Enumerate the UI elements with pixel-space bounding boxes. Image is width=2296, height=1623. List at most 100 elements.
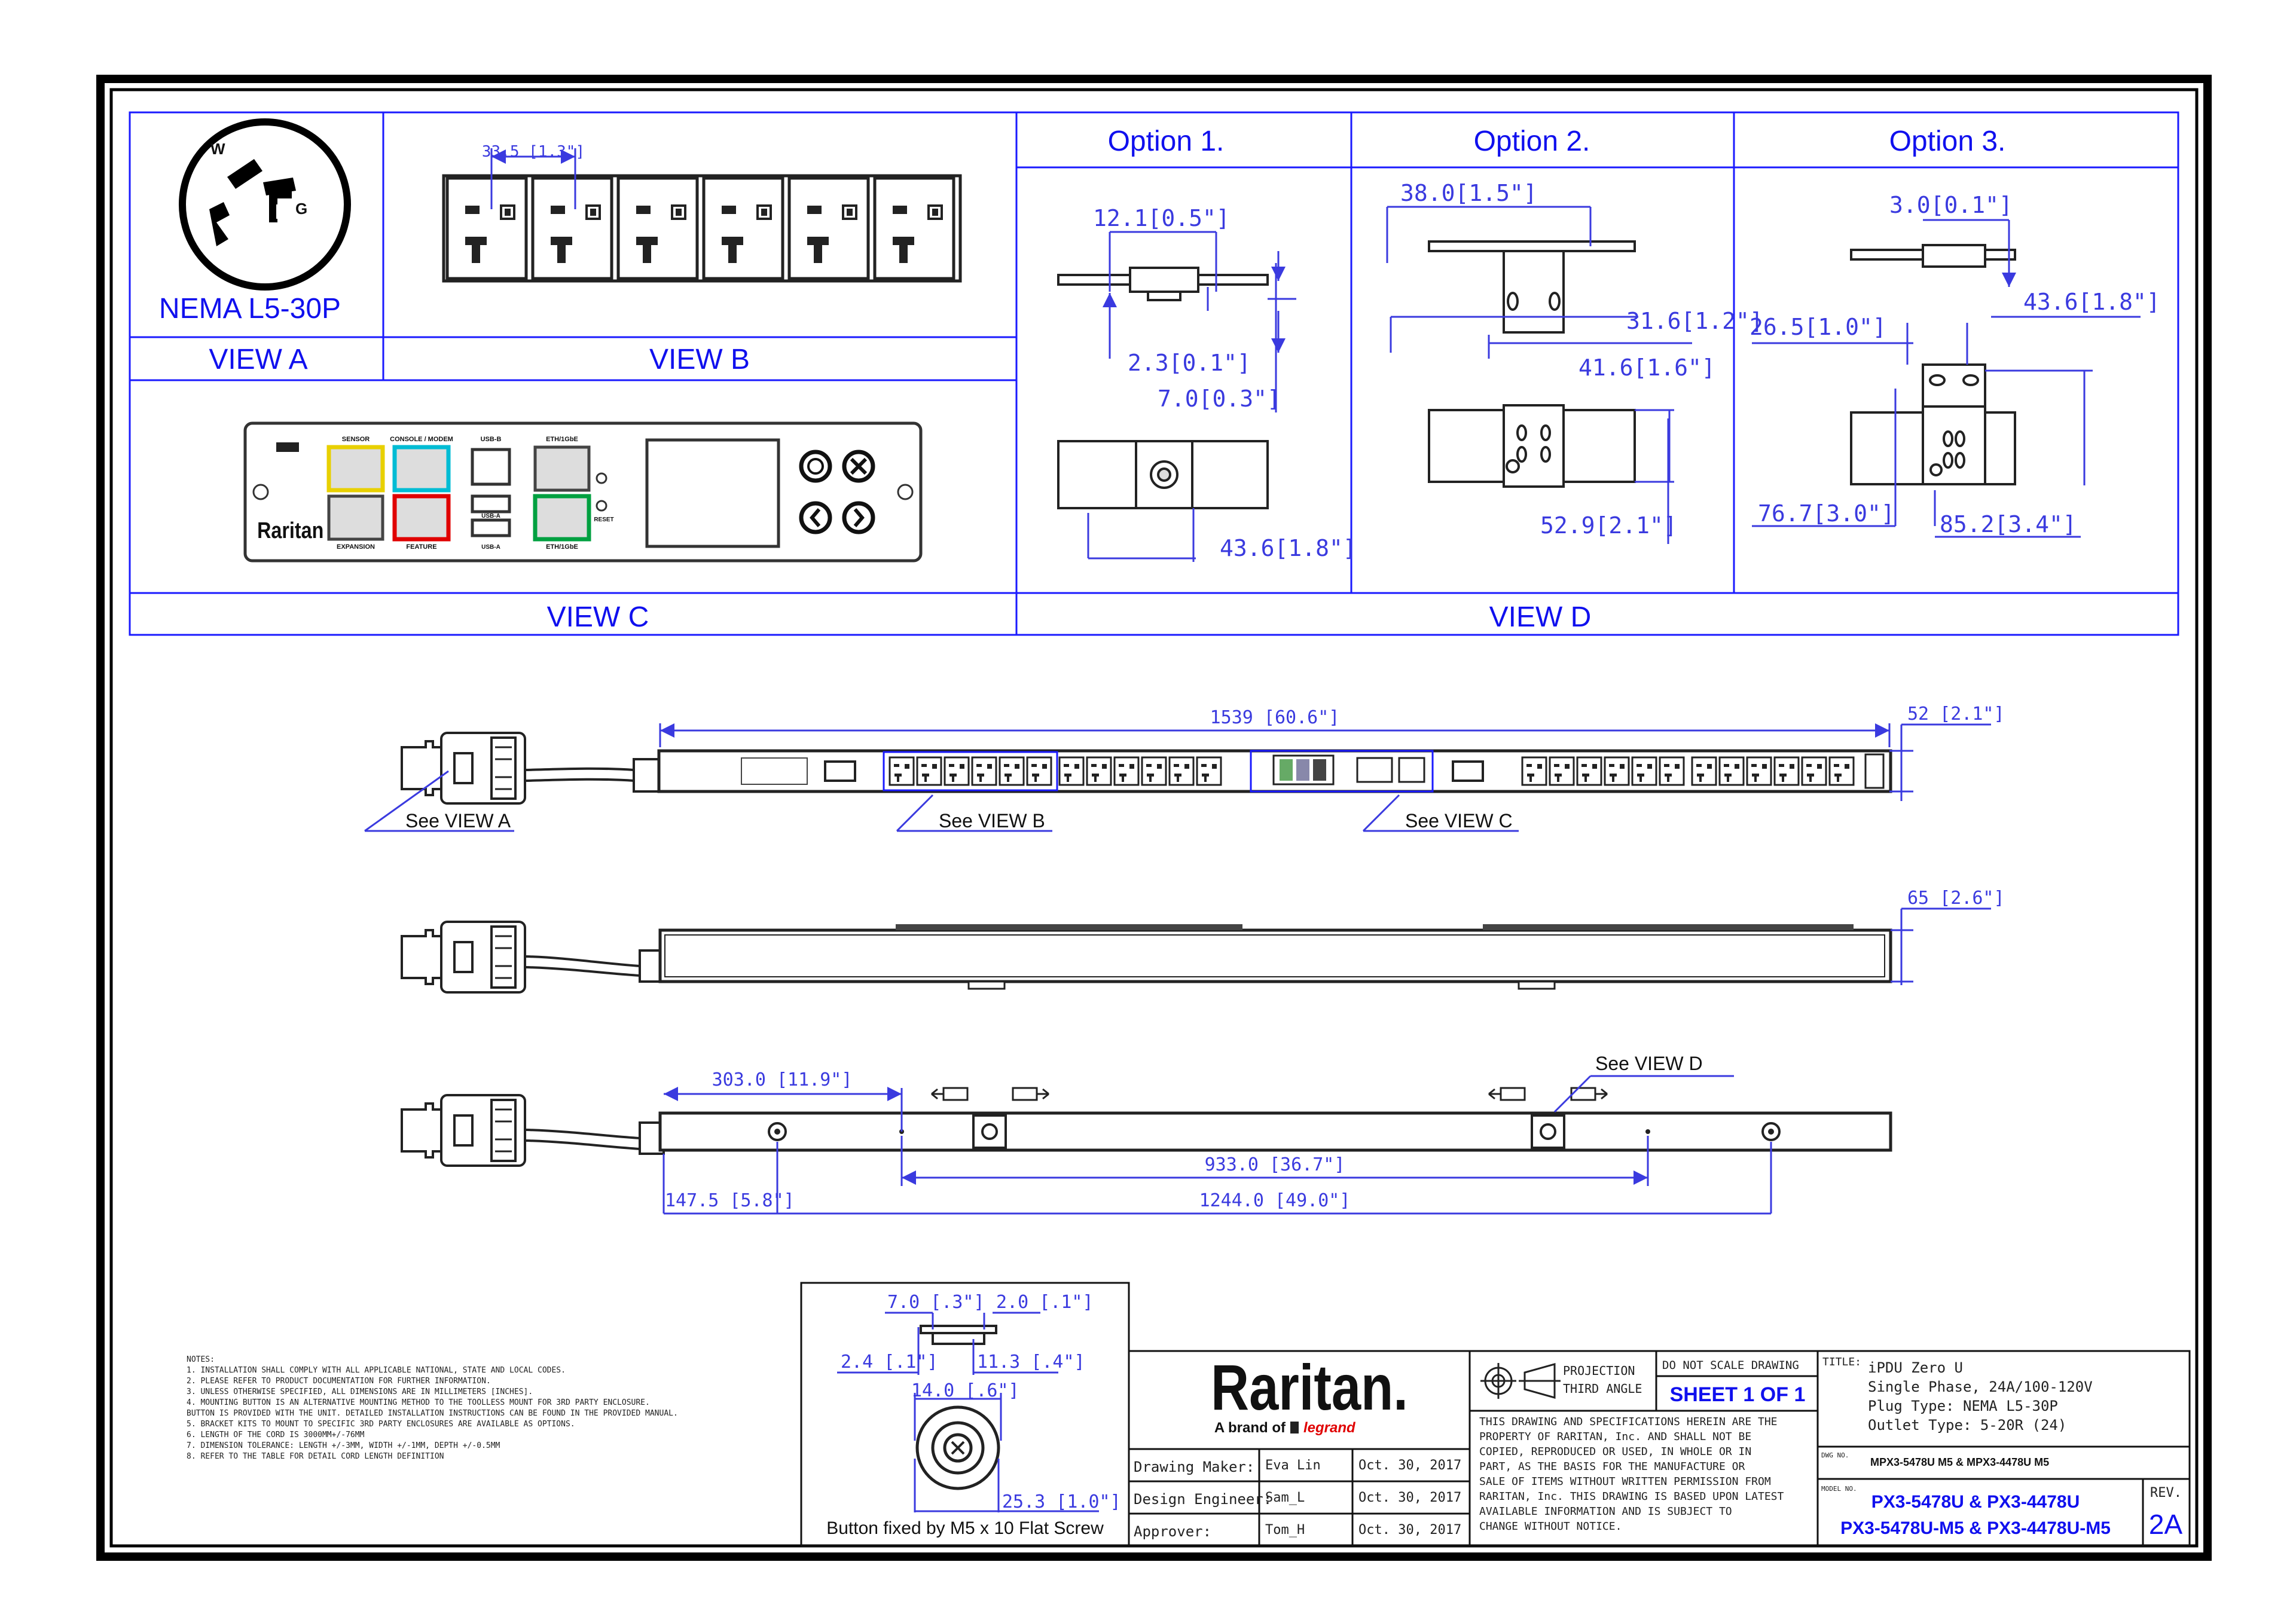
option-3-dim-e: 85.2[3.4"] [1940, 511, 2077, 537]
view-c-brand: Raritan [257, 518, 323, 543]
front-outlet [1576, 756, 1602, 786]
sheet-label: SHEET 1 OF 1 [1670, 1383, 1806, 1406]
tb-name: Sam_L [1265, 1490, 1305, 1505]
front-outlet [1521, 756, 1547, 786]
legal-line: CHANGE WITHOUT NOTICE. [1479, 1520, 1622, 1533]
legal-text: THIS DRAWING AND SPECIFICATIONS HEREIN A… [1479, 1416, 1784, 1533]
title-logo-legrand: legrand [1303, 1420, 1356, 1436]
view-c-eth1: ETH/1GbE [546, 436, 578, 443]
option-3-dim-b: 26.5[1.0"] [1750, 314, 1886, 340]
title-line: iPDU Zero U [1868, 1359, 1963, 1376]
front-outlet [971, 756, 997, 786]
outer-frame [96, 75, 2212, 1561]
button-dim-1: 7.0 [.3"] [887, 1292, 985, 1313]
title-logo: Raritan. [1211, 1352, 1408, 1423]
button-dim-6: 25.3 [1.0"] [1002, 1491, 1121, 1512]
front-outlet [1168, 756, 1195, 786]
front-outlet [1746, 756, 1772, 786]
tb-date: Oct. 30, 2017 [1358, 1490, 1461, 1505]
note-line: 5. BRACKET KITS TO MOUNT TO SPECIFIC 3RD… [187, 1420, 575, 1429]
view-c-sensor: SENSOR [342, 436, 370, 443]
option-2-bracket [1428, 240, 1636, 488]
option-1-dims [1087, 231, 1296, 562]
view-c-expansion: EXPANSION [337, 543, 375, 551]
see-view-a: See VIEW A [405, 810, 511, 832]
legal-line: SALE OF ITEMS WITHOUT WRITTEN PERMISSION… [1479, 1475, 1771, 1488]
option-2-dim-c: 41.6[1.6"] [1578, 354, 1715, 381]
note-line: NOTES: [187, 1355, 215, 1364]
legal-line: RARITAN, Inc. THIS DRAWING IS BASED UPON… [1479, 1490, 1784, 1503]
see-view-b: See VIEW B [939, 810, 1045, 832]
dwg-no: MPX3-5478U M5 & MPX3-4478U M5 [1870, 1456, 2049, 1468]
option-1-dim-c: 7.0[0.3"] [1158, 386, 1281, 412]
tb-name: Tom_H [1265, 1523, 1305, 1538]
dwg-no-label: DWG NO. [1821, 1451, 1849, 1459]
view-c-eth2: ETH/1GbE [546, 543, 578, 551]
front-outlet [889, 756, 915, 786]
button-detail-dims [837, 1312, 1099, 1512]
view-c-controller [243, 421, 923, 563]
pdu-side-dims [1891, 907, 1991, 985]
plug-w-label: W [210, 140, 225, 158]
legal-line: AVAILABLE INFORMATION AND IS SUBJECT TO [1479, 1505, 1732, 1518]
legrand-mark [1290, 1422, 1299, 1434]
tb-name: Eva Lin [1265, 1458, 1321, 1473]
option-2-dims [1386, 206, 1692, 544]
projection-symbol [1480, 1363, 1561, 1399]
view-b-dimension [490, 148, 576, 209]
option-2-dim-b: 31.6[1.2"] [1626, 308, 1763, 334]
notes-block: NOTES: 1. INSTALLATION SHALL COMPLY WITH … [187, 1355, 678, 1461]
front-outlet [1026, 756, 1052, 786]
option-1-dim-d: 43.6[1.8"] [1220, 535, 1357, 561]
dim-1244: 1244.0 [49.0"] [1199, 1190, 1351, 1211]
option-3-bracket [1850, 244, 2016, 485]
view-c-console: CONSOLE / MODEM [390, 436, 453, 443]
title-line: Outlet Type: 5-20R (24) [1868, 1417, 2066, 1434]
note-line: 1. INSTALLATION SHALL COMPLY WITH ALL AP… [187, 1366, 566, 1375]
note-line: 2. PLEASE REFER TO PRODUCT DOCUMENTATION… [187, 1377, 491, 1386]
projection-label: PROJECTION [1563, 1364, 1635, 1378]
title-line: Single Phase, 24A/100-120V [1868, 1379, 2093, 1395]
view-d-label: VIEW D [1489, 601, 1592, 633]
pdu-width-dim: 52 [2.1"] [1907, 704, 2005, 725]
view-c-feature: FEATURE [406, 543, 436, 551]
button-dim-2: 2.0 [.1"] [996, 1292, 1094, 1313]
note-line: BUTTON IS PROVIDED WITH THE UNIT. DETAIL… [187, 1409, 678, 1418]
third-angle-label: THIRD ANGLE [1563, 1381, 1642, 1396]
title-logo-sub: A brand of [1214, 1420, 1286, 1436]
view-b-pitch: 33.5 [1.3"] [482, 143, 585, 161]
button-caption: Button fixed by M5 x 10 Flat Screw [826, 1518, 1104, 1538]
view-b-outlets [442, 174, 962, 283]
note-line: 8. REFER TO THE TABLE FOR DETAIL CORD LE… [187, 1452, 444, 1461]
note-line: 6. LENGTH OF THE CORD IS 3000MM+/-76MM [187, 1431, 365, 1439]
front-outlet [1718, 756, 1745, 786]
note-line: 3. UNLESS OTHERWISE SPECIFIED, ALL DIMEN… [187, 1387, 533, 1396]
model-line-2: PX3-5478U-M5 & PX3-4478U-M5 [1840, 1518, 2111, 1538]
view-c-reset: RESET [594, 516, 613, 523]
front-outlet [1086, 756, 1112, 786]
front-outlet [1196, 756, 1222, 786]
view-c-usb-a2: USB-A [481, 544, 500, 551]
note-line: 4. MOUNTING BUTTON IS AN ALTERNATIVE MOU… [187, 1398, 650, 1407]
front-outlet [944, 756, 970, 786]
option-3-dims [1752, 219, 2141, 538]
front-outlet [1691, 756, 1717, 786]
option-1-dim-b: 2.3[0.1"] [1128, 350, 1251, 376]
button-detail-drawing [915, 1325, 1000, 1490]
title-block-lines [1128, 1350, 2191, 1547]
see-view-c: See VIEW C [1405, 810, 1513, 832]
view-a-label: VIEW A [209, 344, 307, 375]
view-b-label: VIEW B [649, 344, 750, 375]
option-3-dim-a: 3.0[0.1"] [1889, 192, 2013, 218]
option-3-header: Option 3. [1889, 126, 2006, 157]
pdu-front-dims [364, 723, 1991, 832]
legal-line: PROPERTY OF RARITAN, Inc. AND SHALL NOT … [1479, 1431, 1751, 1443]
tb-date: Oct. 30, 2017 [1358, 1458, 1461, 1473]
option-3-dim-d: 76.7[3.0"] [1758, 500, 1895, 527]
top-views-grid [129, 111, 2179, 636]
front-outlet [1058, 756, 1085, 786]
option-1-dim-a: 12.1[0.5"] [1093, 205, 1230, 231]
do-not-scale-label: DO NOT SCALE DRAWING [1662, 1359, 1799, 1372]
